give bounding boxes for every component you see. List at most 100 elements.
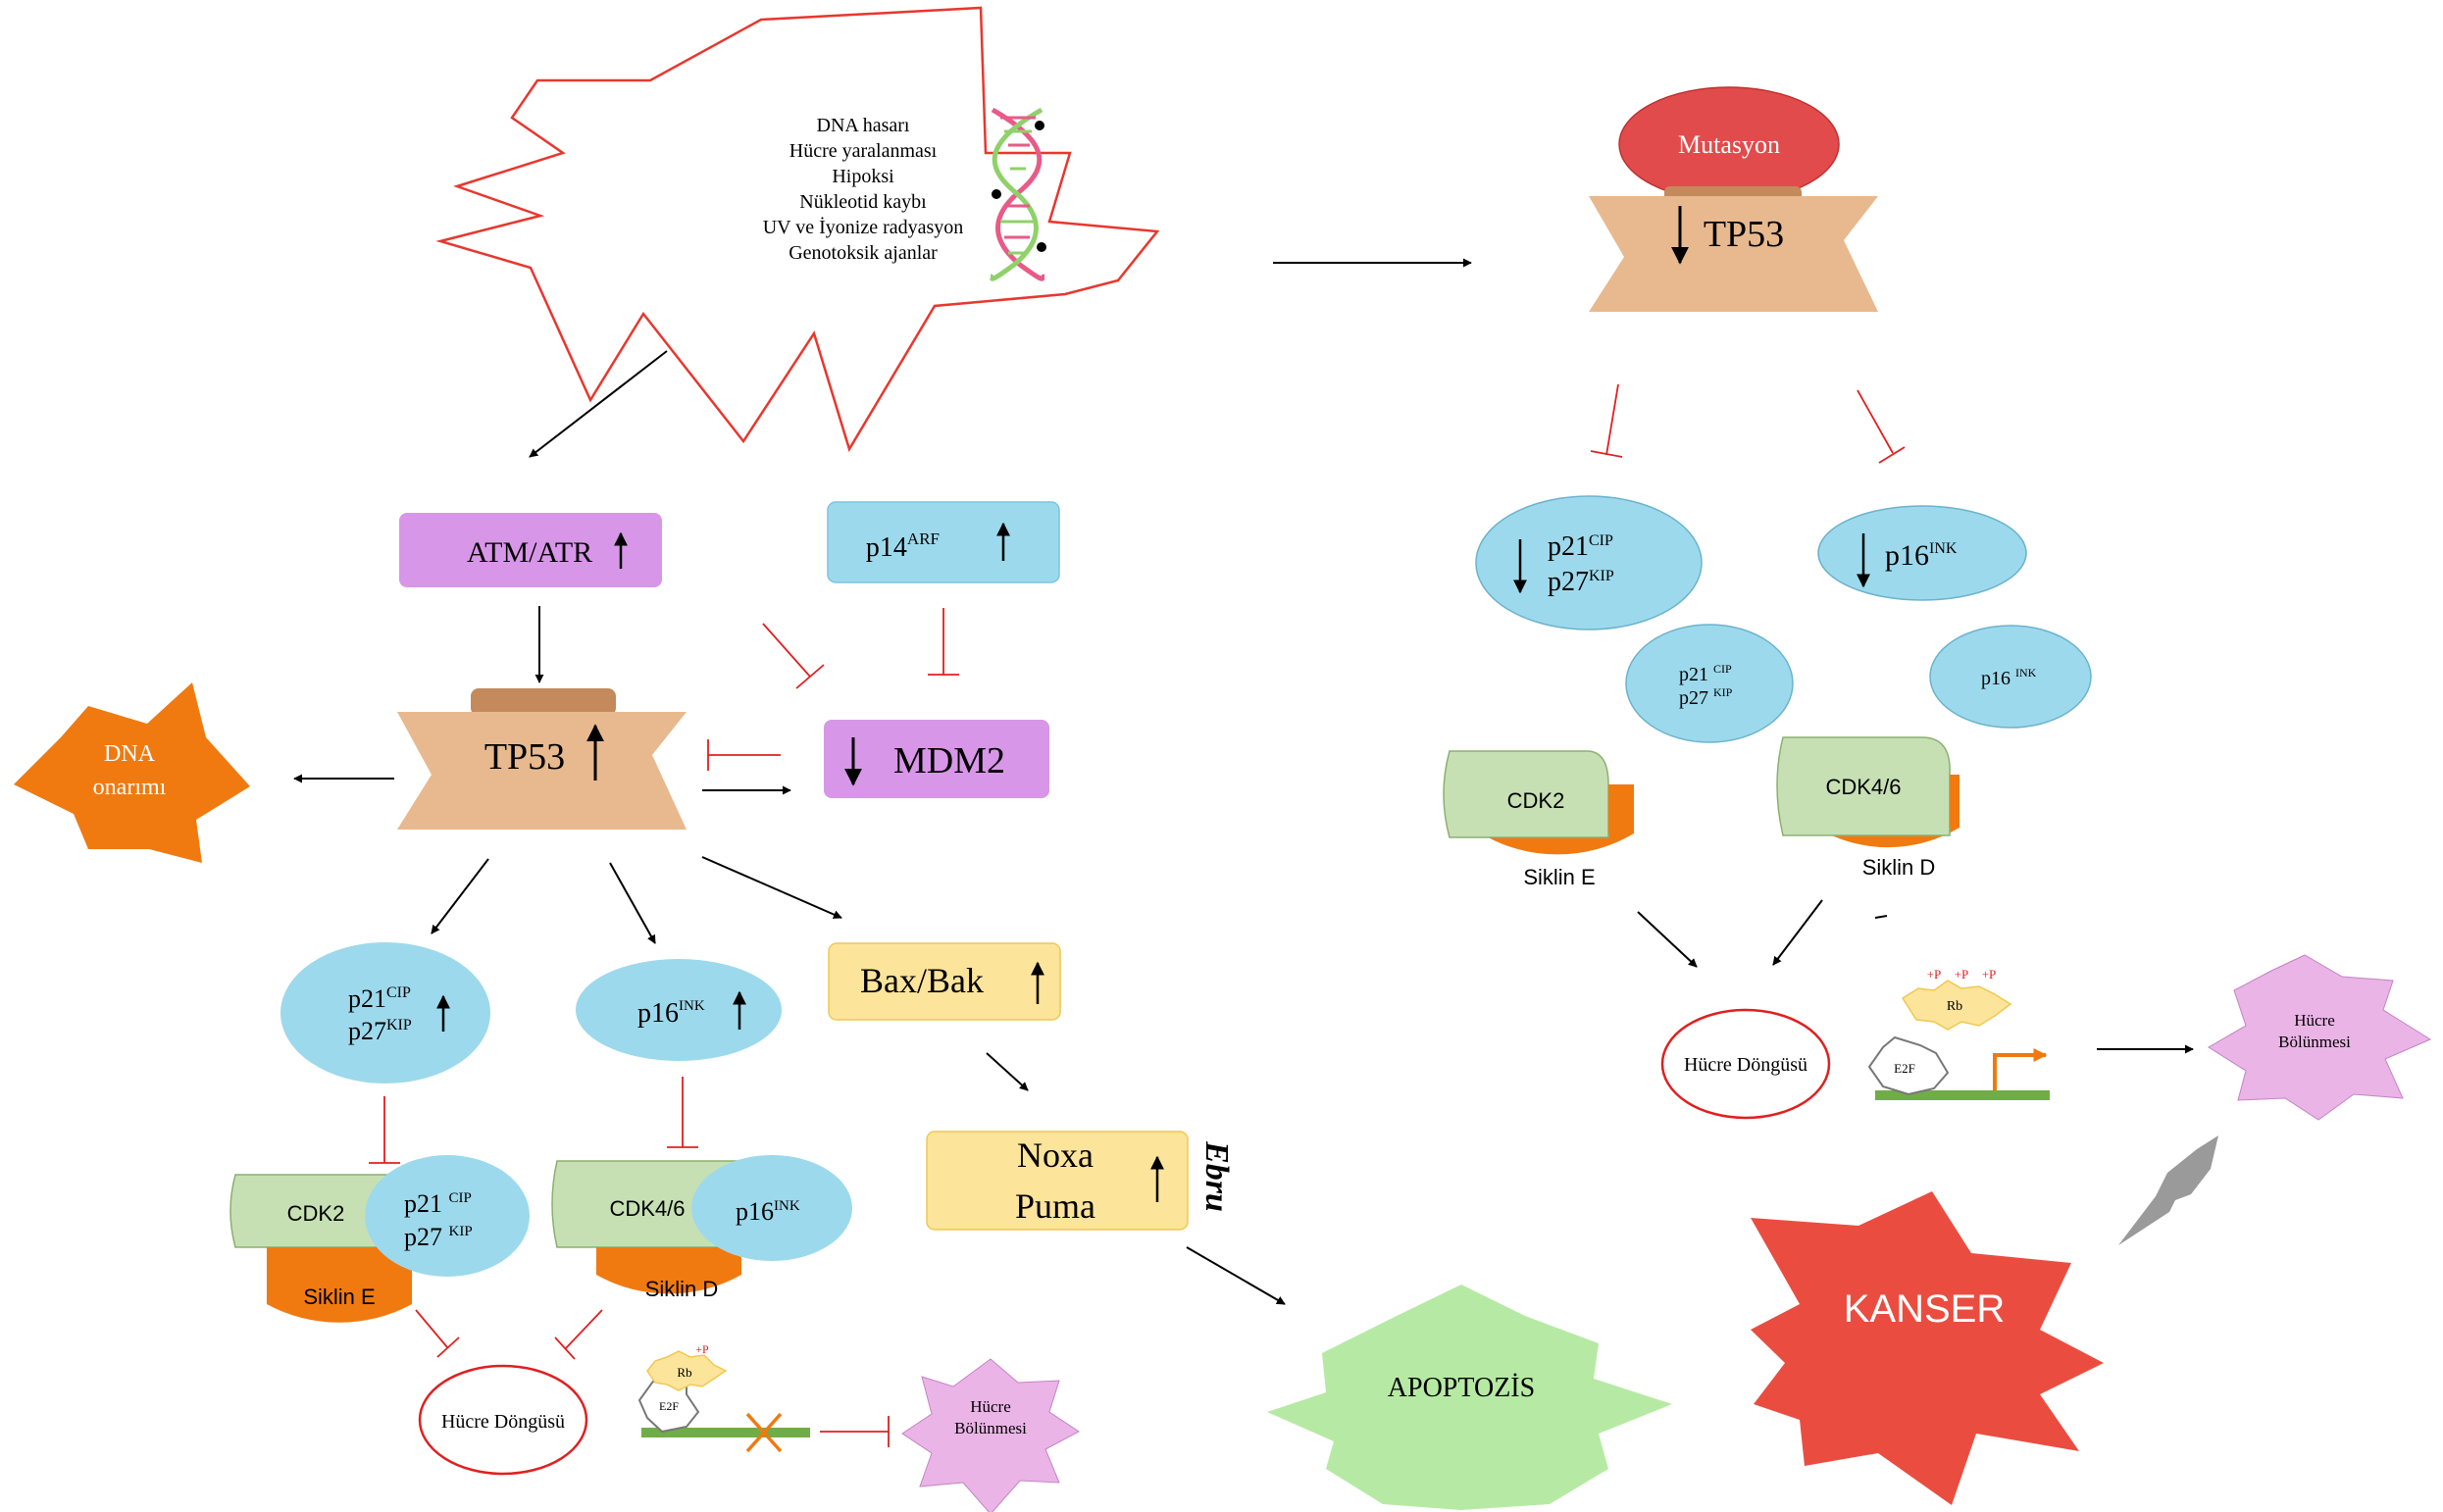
cell-division-right-line-1: Hücre bbox=[2294, 1011, 2335, 1030]
dna-helix-icon bbox=[989, 107, 1046, 281]
lightning-bolt-icon bbox=[2118, 1135, 2218, 1245]
p21-right-label: p21CIP bbox=[1548, 531, 1613, 562]
cdk2-p27-label: p27 KIP bbox=[404, 1223, 473, 1251]
inhibit-rb-to-division bbox=[820, 1416, 890, 1447]
apoptosis-star: APOPTOZİS bbox=[1267, 1285, 1672, 1510]
dna-repair-star: DNA onarımı bbox=[14, 682, 250, 863]
small-p21-text: p21 bbox=[1679, 664, 1713, 685]
inhibit-cdk2-to-cycle-left bbox=[415, 1309, 460, 1358]
cdk46-right-label: CDK4/6 bbox=[1825, 775, 1901, 799]
stress-line-2: Hücre yaralanması bbox=[789, 140, 938, 162]
arrow-cdk2-to-cycle-right bbox=[1637, 911, 1698, 968]
connector-lines bbox=[293, 258, 2194, 1447]
cdk46-p16-bubble bbox=[691, 1155, 852, 1261]
stress-line-6: Genotoksik ajanlar bbox=[789, 242, 938, 264]
arrow-stress-to-atm bbox=[529, 350, 668, 458]
p16-left-sup: INK bbox=[679, 998, 705, 1014]
dna-repair-line-1: DNA bbox=[104, 741, 156, 767]
p14-text: p14 bbox=[866, 532, 907, 563]
p16-right-label: p16INK bbox=[1885, 539, 1958, 572]
signature-ebru: Ebru bbox=[1198, 1140, 1235, 1212]
mdm2-label: MDM2 bbox=[893, 740, 1005, 781]
cdk46-left-label: CDK4/6 bbox=[609, 1196, 685, 1221]
p14-sup: ARF bbox=[907, 529, 940, 548]
mutasyon-node: Mutasyon bbox=[1618, 86, 1840, 202]
atm-atr-label: ATM/ATR bbox=[467, 536, 592, 569]
arrow-tp53-to-p16 bbox=[609, 862, 656, 944]
p16-right-text: p16 bbox=[1885, 539, 1929, 572]
stress-line-5: UV ve İyonize radyasyon bbox=[763, 216, 964, 238]
p21-left-sup: CIP bbox=[386, 984, 411, 1001]
small-p21-label: p21 CIP bbox=[1679, 662, 1732, 685]
p21-p27-right-small-node: p21 CIP p27 KIP bbox=[1625, 624, 1794, 743]
inhibit-p21-to-cdk2 bbox=[369, 1096, 400, 1164]
noxa-puma-node: Noxa Puma bbox=[926, 1131, 1189, 1231]
small-p16-label: p16 INK bbox=[1981, 666, 2037, 689]
cdk46-p16-text: p16 bbox=[736, 1197, 774, 1226]
cancer-star: KANSER bbox=[1751, 1191, 2104, 1505]
p27-left-label: p27KIP bbox=[348, 1017, 412, 1045]
cdk2-left-complex: CDK2 Siklin E p21 CIP p27 KIP bbox=[229, 1155, 530, 1323]
tp53-left-node: TP53 bbox=[397, 688, 687, 830]
p27-left-text: p27 bbox=[348, 1017, 386, 1045]
tp53-left-label: TP53 bbox=[484, 736, 565, 778]
small-p27-label: p27 KIP bbox=[1679, 685, 1733, 709]
bax-bak-label: Bax/Bak bbox=[860, 961, 984, 1000]
cdk2-p21-text: p21 bbox=[404, 1189, 449, 1218]
siklin-d-right-label: Siklin D bbox=[1862, 855, 1936, 880]
cell-division-right-line-2: Bölünmesi bbox=[2278, 1033, 2351, 1051]
puma-label: Puma bbox=[1015, 1186, 1095, 1226]
inhibit-mdm2-to-tp53 bbox=[707, 739, 781, 771]
p16-left-node: p16INK bbox=[576, 959, 782, 1061]
tp53-right-label: TP53 bbox=[1704, 214, 1784, 255]
cdk2-right-label: CDK2 bbox=[1507, 788, 1565, 813]
rb-left-plus: +P bbox=[695, 1342, 709, 1356]
siklin-e-right-label: Siklin E bbox=[1523, 865, 1595, 889]
small-p27-sup: KIP bbox=[1713, 685, 1733, 699]
p16-right-sup: INK bbox=[1929, 540, 1958, 557]
p27-left-sup: KIP bbox=[386, 1017, 412, 1033]
tp53-right-node: TP53 bbox=[1589, 186, 1878, 312]
inhibit-p16-to-cdk46 bbox=[667, 1077, 698, 1148]
small-p16-sup: INK bbox=[2015, 666, 2037, 680]
p21-p27-left-node: p21CIP p27KIP bbox=[280, 942, 490, 1084]
p21-left-text: p21 bbox=[348, 984, 386, 1013]
rb-e2f-right: E2F Rb +P +P +P bbox=[1867, 967, 2050, 1100]
cdk2-p27-sup: KIP bbox=[449, 1224, 473, 1239]
cdk2-p21-sup: CIP bbox=[449, 1190, 472, 1206]
stress-line-1: DNA hasarı bbox=[817, 115, 910, 136]
p27-right-label: p27KIP bbox=[1548, 567, 1614, 597]
p16-left-text: p16 bbox=[637, 998, 679, 1029]
p21-right-sup: CIP bbox=[1589, 532, 1613, 549]
small-p16-text: p16 bbox=[1981, 668, 2015, 689]
cdk2-p21-bubble bbox=[365, 1155, 530, 1277]
noxa-label: Noxa bbox=[1017, 1135, 1094, 1175]
arrow-cdk46-to-cycle-right bbox=[1772, 899, 1823, 966]
cell-cycle-left-node: Hücre Döngüsü bbox=[418, 1364, 588, 1476]
arrow-noxa-to-apoptosis bbox=[1186, 1246, 1286, 1305]
siklin-e-left-label: Siklin E bbox=[303, 1285, 375, 1309]
rb-right-plus-1: +P bbox=[1927, 967, 1942, 982]
p21-right-text: p21 bbox=[1548, 531, 1589, 562]
inhibit-atm-to-mdm2 bbox=[762, 623, 825, 689]
cdk2-p27-text: p27 bbox=[404, 1223, 449, 1251]
dash-mark bbox=[1874, 915, 1888, 919]
p21-p27-right-node: p21CIP p27KIP bbox=[1475, 495, 1703, 630]
rb-right-label: Rb bbox=[1947, 999, 1962, 1014]
p14-arf-node: p14ARF bbox=[827, 501, 1060, 583]
rb-e2f-left: E2F Rb +P bbox=[637, 1342, 810, 1453]
dna-repair-line-2: onarımı bbox=[93, 775, 167, 800]
siklin-d-left-label: Siklin D bbox=[645, 1277, 719, 1301]
inhibit-mut-to-p21 bbox=[1590, 383, 1623, 458]
inhibit-p14-to-mdm2 bbox=[928, 608, 959, 676]
e2f-right-label: E2F bbox=[1894, 1061, 1915, 1076]
cell-division-left-line-2: Bölünmesi bbox=[954, 1419, 1027, 1437]
rb-left-label: Rb bbox=[677, 1365, 691, 1380]
rb-right-plus-2: +P bbox=[1955, 967, 1969, 982]
apoptosis-label: APOPTOZİS bbox=[1388, 1373, 1535, 1403]
mutasyon-label: Mutasyon bbox=[1678, 130, 1780, 159]
bax-bak-node: Bax/Bak bbox=[828, 942, 1061, 1021]
cdk46-left-complex: CDK4/6 Siklin D p16INK bbox=[551, 1155, 852, 1301]
inhibit-mut-to-p16 bbox=[1857, 389, 1906, 464]
small-p21-sup: CIP bbox=[1713, 662, 1732, 676]
